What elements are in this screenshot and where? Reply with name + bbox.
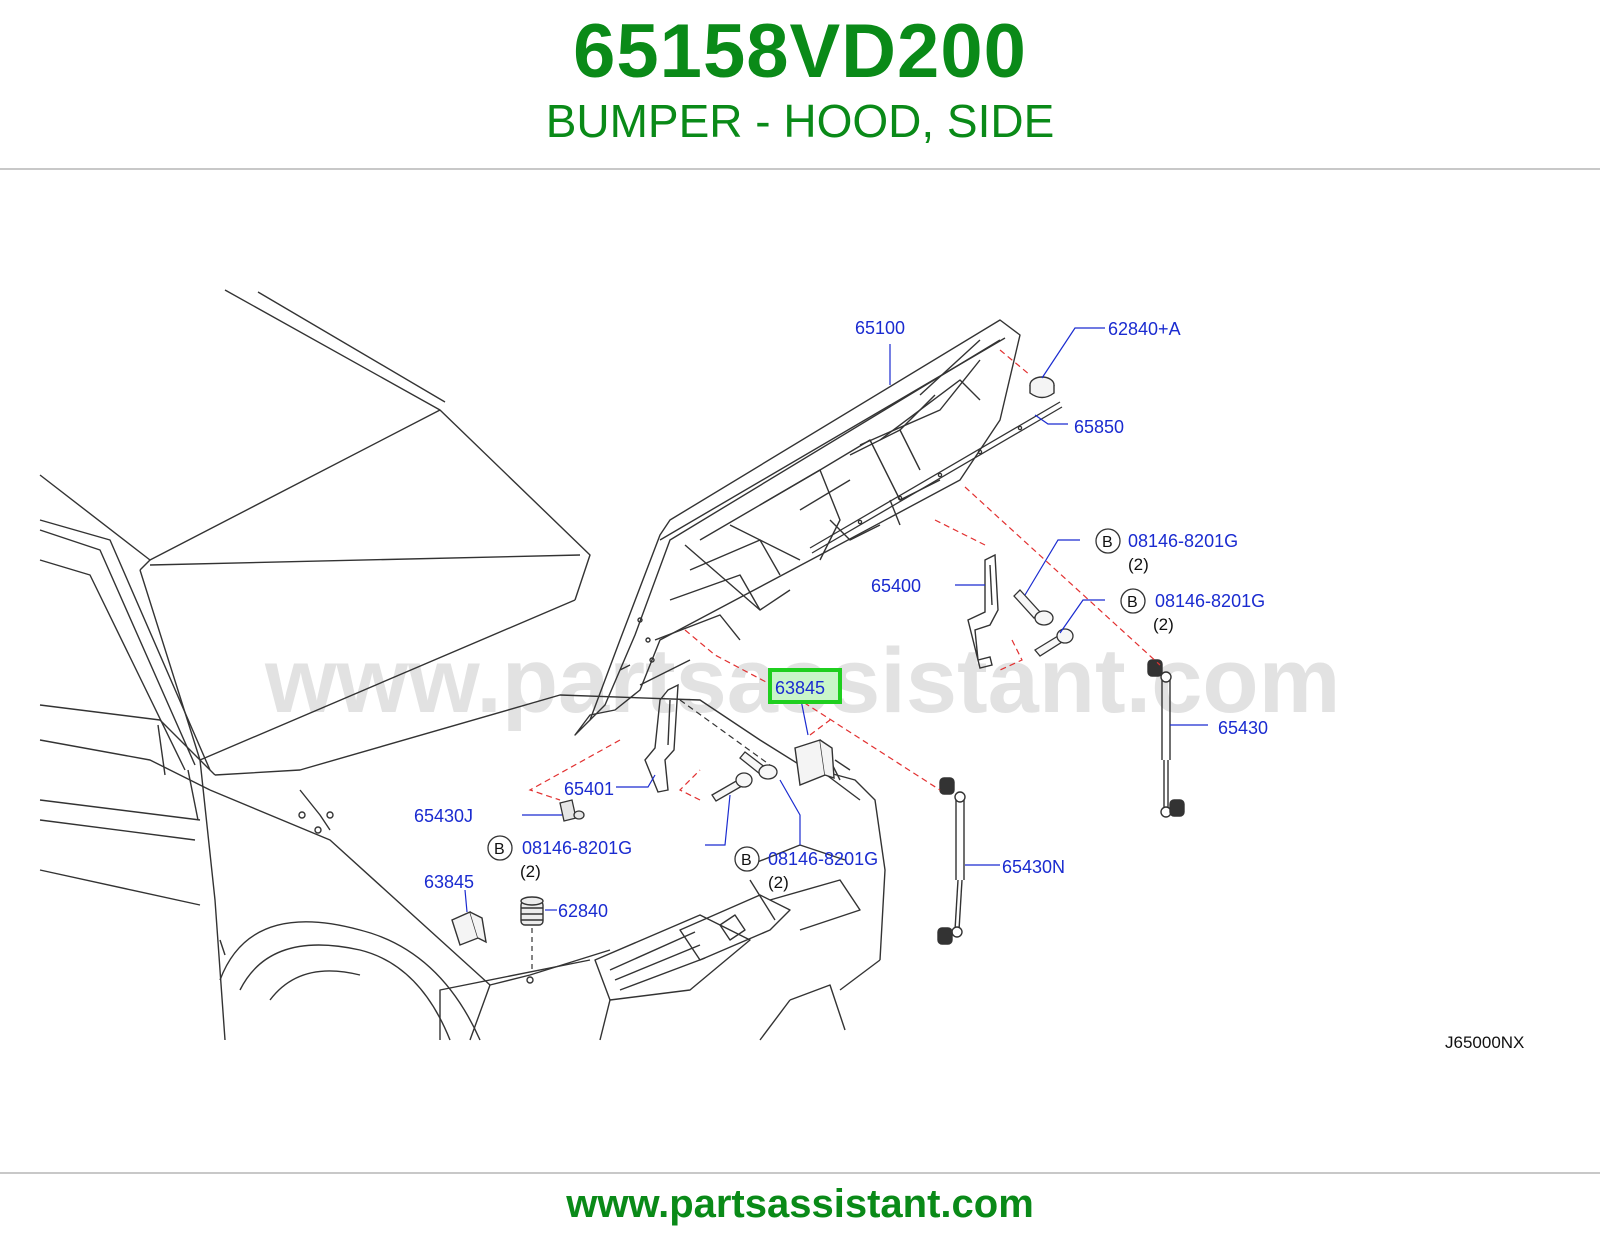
hood-stop-62840-part <box>520 896 544 926</box>
hood-seal-65850 <box>809 401 1063 554</box>
hinge-right-65400 <box>967 553 999 669</box>
qty-bolt-r1: (2) <box>1128 555 1149 574</box>
hood-stop-a-part <box>1029 376 1055 399</box>
bolt-marker-l2 <box>734 846 760 872</box>
bolt-marker-r2 <box>1120 588 1146 614</box>
highlight-box <box>768 668 842 704</box>
bolt-left-upper <box>739 751 778 780</box>
callout-hinge-l[interactable]: 65401 <box>564 779 614 799</box>
header: 65158VD200 BUMPER - HOOD, SIDE <box>0 0 1600 168</box>
bolt-marker-r2-text: B <box>1127 594 1138 611</box>
hinge-left-65401 <box>644 683 679 793</box>
assembly-line-black <box>679 699 771 766</box>
callout-highlighted[interactable]: 63845 <box>775 678 825 698</box>
bolt-marker-l1 <box>487 835 513 861</box>
callout-strut-l[interactable]: 65430N <box>1002 857 1065 877</box>
callout-bolt-r1[interactable]: 08146-8201G <box>1128 531 1238 551</box>
leader-lines <box>464 327 1208 913</box>
bolt-marker-l1-text: B <box>494 841 505 858</box>
callout-hood-stop-a[interactable]: 62840+A <box>1108 319 1181 339</box>
bolt-right-upper <box>1013 589 1054 626</box>
hood-bumper-63845-left <box>451 911 487 946</box>
callout-hood[interactable]: 65100 <box>855 318 905 338</box>
bottom-divider <box>0 1172 1600 1174</box>
callout-bumper-l[interactable]: 63845 <box>424 872 474 892</box>
part-description: BUMPER - HOOD, SIDE <box>545 95 1055 147</box>
assembly-lines-red <box>528 349 1161 801</box>
callout-bolt-l2[interactable]: 08146-8201G <box>768 849 878 869</box>
exploded-parts-diagram: www.partsassistant.com <box>39 289 1524 1052</box>
qty-bolt-l2: (2) <box>768 873 789 892</box>
gas-strut-left-65430N <box>937 777 966 945</box>
clip-65430J-part <box>559 799 585 822</box>
bolt-marker-l2-text: B <box>741 852 752 869</box>
qty-bolt-r2: (2) <box>1153 615 1174 634</box>
callout-clip[interactable]: 65430J <box>414 806 473 826</box>
bolt-left-lower <box>711 772 753 802</box>
callout-seal[interactable]: 65850 <box>1074 417 1124 437</box>
callout-strut-r[interactable]: 65430 <box>1218 718 1268 738</box>
callout-bolt-l1[interactable]: 08146-8201G <box>522 838 632 858</box>
footer-url[interactable]: www.partsassistant.com <box>566 1182 1034 1226</box>
hood-bumper-63845-center <box>794 739 835 786</box>
diagram-reference-code: J65000NX <box>1445 1033 1524 1052</box>
callout-bolt-r2[interactable]: 08146-8201G <box>1155 591 1265 611</box>
bolt-marker-r1-text: B <box>1102 534 1113 551</box>
top-divider <box>0 168 1600 170</box>
bolt-marker-r1 <box>1095 528 1121 554</box>
hood-panel-65100 <box>574 319 1021 736</box>
part-number-title: 65158VD200 <box>573 9 1027 94</box>
callout-hinge-r[interactable]: 65400 <box>871 576 921 596</box>
qty-bolt-l1: (2) <box>520 862 541 881</box>
callout-hood-stop[interactable]: 62840 <box>558 901 608 921</box>
